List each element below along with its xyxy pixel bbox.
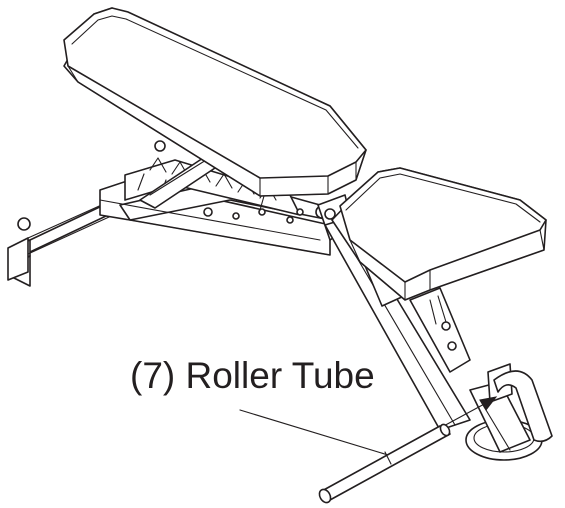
- front-foot-bracket: [465, 363, 553, 461]
- callout-leader-line: [239, 409, 389, 456]
- seat-adjuster-bracket: [409, 287, 471, 373]
- roller-tube-callout-label: (7) Roller Tube: [130, 355, 375, 396]
- incline-ladder-adjuster: [124, 157, 329, 224]
- back-pad-cushion: [63, 7, 367, 197]
- insertion-arrow: [439, 396, 498, 429]
- seat-pad-cushion: [331, 167, 547, 301]
- roller-tube-part: [318, 423, 451, 504]
